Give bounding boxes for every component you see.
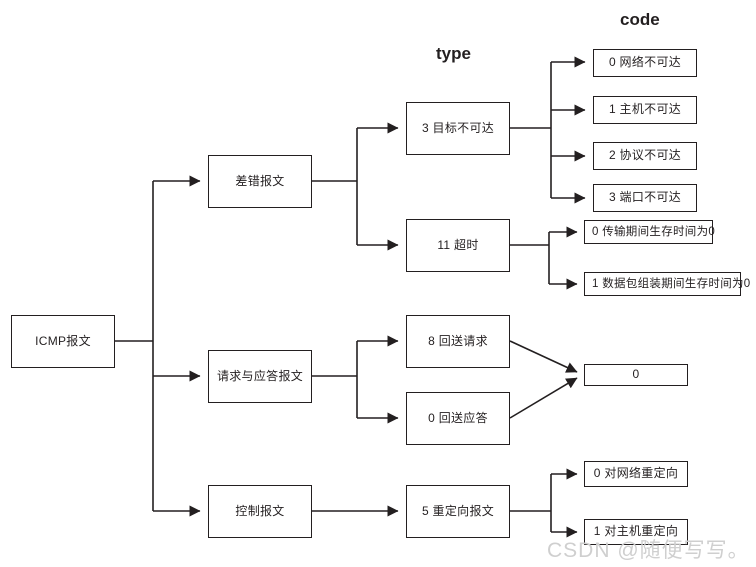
node-category-control[interactable]: 控制报文 — [208, 485, 312, 538]
node-code-protocol-unreachable[interactable]: 2 协议不可达 — [593, 142, 697, 170]
node-type-time-exceeded[interactable]: 11 超时 — [406, 219, 510, 272]
node-code-redirect-network[interactable]: 0 对网络重定向 — [584, 461, 688, 487]
column-header-code: code — [620, 10, 660, 29]
node-code-redirect-host[interactable]: 1 对主机重定向 — [584, 519, 688, 545]
node-code-ttl-transit-zero[interactable]: 0 传输期间生存时间为0 — [584, 220, 715, 244]
node-type-dest-unreachable[interactable]: 3 目标不可达 — [406, 102, 510, 155]
node-code-net-unreachable[interactable]: 0 网络不可达 — [593, 49, 697, 77]
node-type-redirect[interactable]: 5 重定向报文 — [406, 485, 510, 538]
node-type-echo-request[interactable]: 8 回送请求 — [406, 315, 510, 368]
column-header-type: type — [436, 44, 471, 63]
node-category-error[interactable]: 差错报文 — [208, 155, 312, 208]
node-code-echo-zero[interactable]: 0 — [584, 364, 688, 386]
node-code-port-unreachable[interactable]: 3 端口不可达 — [593, 184, 697, 212]
node-code-host-unreachable[interactable]: 1 主机不可达 — [593, 96, 697, 124]
node-code-ttl-reassembly-zero[interactable]: 1 数据包组装期间生存时间为0 — [584, 272, 750, 296]
node-category-query[interactable]: 请求与应答报文 — [208, 350, 312, 403]
node-type-echo-reply[interactable]: 0 回送应答 — [406, 392, 510, 445]
node-icmp-root[interactable]: ICMP报文 — [11, 315, 115, 368]
